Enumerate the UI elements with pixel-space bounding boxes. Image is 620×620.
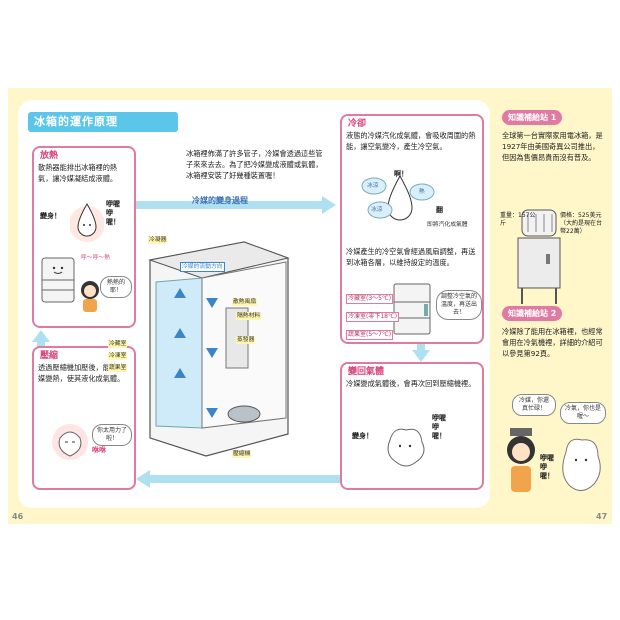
flow-arrow-bottom	[136, 470, 344, 488]
compress-text: 透過壓縮機加壓後，能讓冷媒變熱，使其液化成氣體。	[38, 363, 125, 383]
label-evaporator: 冷凝器	[148, 236, 168, 244]
label-cold-room: 冷藏室	[108, 340, 128, 348]
sfx-wave: 呼～呼～熱	[81, 255, 110, 261]
compress-bubble: 你太用力了啦！	[92, 424, 132, 446]
sfx-change: 變身！	[40, 212, 61, 220]
label-freezer: 冷凍室	[108, 352, 128, 360]
right-page-number: 47	[596, 512, 608, 521]
fact1-badge: 知識補給站 1	[502, 110, 563, 125]
zone-cold-room: 冷藏室(3～5℃)	[346, 294, 394, 304]
panel-title-gas: 變回氣體	[346, 364, 387, 377]
sfx-cry: 咿喔咿喔！	[106, 200, 120, 226]
panel-title-compress: 壓縮	[38, 348, 61, 361]
cooling-text: 液態的冷媒汽化成氣體，會吸收周圍的熱能，讓空氣變冷，產生冷空氣。	[346, 131, 476, 151]
panel-gas	[340, 362, 484, 490]
kid-character-icon	[81, 281, 99, 312]
cooling-text-2: 冷媒產生的冷空氣會經過風扇調整，再送到冰箱各層，以維持設定的溫度。	[346, 247, 476, 267]
intro-text: 冰箱裡佈滿了許多管子，冷媒會透過這些管子來來去去。為了把冷媒變成液體或氣體，冰箱…	[186, 149, 323, 180]
zone-veg: 蔬果室(5～7℃)	[346, 330, 394, 340]
sfx-phase: 即將汽化成氣體	[427, 222, 468, 228]
fact1-text: 全球第一台實際家用電冰箱，是1927年由美國奇異公司推出，但因為售價昂貴而沒有普…	[502, 131, 603, 162]
sfx-heat: 熱	[419, 189, 425, 195]
sidebar-sfx-cry: 咿喔咿喔！	[540, 454, 554, 480]
sfx-dumb: 翻	[436, 206, 443, 214]
label-radiator: 散熱風扇	[232, 298, 258, 306]
gas-text: 冷媒變成氣體後，會再次回到壓縮機裡。	[346, 379, 476, 388]
label-veg: 蔬果室	[108, 364, 128, 372]
sidebar-bubble-1: 冷媒，你還真忙碌！	[512, 394, 556, 416]
heat-release-text: 散熱器能排出冰箱裡的熱氣，讓冷媒凝結成液體。	[38, 163, 118, 183]
sfx-cold2: 冰涼	[371, 207, 383, 213]
flow-arrow-top	[136, 196, 336, 214]
sfx-ahh: 啊！	[394, 170, 408, 178]
fact1-caption-weight: 重量：157公斤	[500, 212, 536, 227]
fridge-character-icon	[41, 257, 75, 303]
squeezed-character-icon	[52, 424, 88, 460]
label-evap2: 蒸發器	[236, 336, 256, 344]
left-page-number: 46	[12, 512, 24, 521]
sfx-gas-change: 變身！	[352, 432, 373, 440]
sfx-cold1: 冰涼	[367, 183, 379, 189]
fan-bubble: 調整冷空氣的溫度，再送出去！	[436, 290, 482, 320]
fact2-badge: 知識補給站 2	[502, 306, 563, 321]
fridge-zones-illustration	[393, 283, 431, 335]
label-insulation: 隔熱材料	[236, 312, 262, 320]
sfx-hot-bubble: 熱熱的耶！	[100, 276, 132, 298]
gas-friend-character-icon	[562, 438, 601, 491]
label-compressor: 壓縮機	[232, 450, 252, 458]
gas-character-icon	[387, 428, 425, 467]
page-title: 冰箱的運作原理	[28, 112, 178, 132]
water-drop-character-icon	[70, 203, 104, 242]
fact1-caption-price: 價格：525美元（大約是現在台幣22萬）	[560, 212, 603, 235]
sfx-pressure: 咻咻	[92, 446, 106, 454]
zone-freezer: 冷凍室(零下18℃)	[346, 312, 400, 322]
fact2-text: 冷媒除了能用在冰箱裡，也經常會用在冷氣機裡，詳細的介紹可以參見第92頁。	[502, 327, 603, 358]
fridge-diagram	[148, 241, 290, 457]
vintage-fridge-illustration	[517, 209, 561, 304]
flow-label: 冷媒的變身過程	[192, 196, 248, 205]
sidebar-bubble-2: 冷氣，你也是喔～	[560, 402, 606, 424]
sfx-gas-cry: 咿喔咿喔！	[432, 414, 446, 440]
aircon-kid-character-icon	[507, 428, 535, 492]
cold-character-icon	[361, 174, 435, 221]
panel-title-cooling: 冷卻	[346, 116, 369, 129]
panel-title-heat-release: 放熱	[38, 148, 61, 161]
flow-direction-box: 冷媒的流動方向	[180, 262, 225, 272]
